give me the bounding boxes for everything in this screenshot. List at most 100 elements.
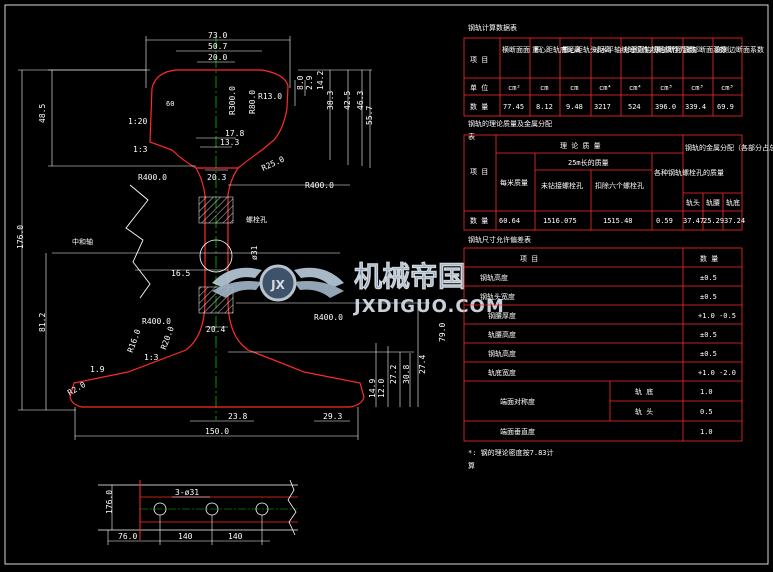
table1-unit-4: cm⁴ <box>599 84 612 92</box>
rail-web-foot-outline <box>69 167 365 408</box>
dim-bolt-d31: ø31 <box>250 245 259 260</box>
dim-slope-1-3-head: 1:3 <box>133 145 148 154</box>
table1-unit-label: 单 位 <box>470 83 488 92</box>
table2-sub-foot: 轨底 <box>726 198 740 207</box>
table2-subgroup: 25m长的质量 <box>568 158 609 167</box>
dim-bolt-176: 176.0 <box>105 490 114 514</box>
table3-row3-name: 钢腰厚度 <box>488 311 516 320</box>
table3-last-name: 端面垂直度 <box>500 427 535 436</box>
dim-50-7: 50.7 <box>208 42 227 51</box>
dim-r400-right-top: R400.0 <box>305 181 334 190</box>
dim-23-8: 23.8 <box>228 412 247 421</box>
profile-dimensions: 73.0 50.7 20.0 48.5 R13.0 R300.0 R80.0 1… <box>16 31 447 436</box>
table2-col-e: 钢轨的金属分配（各部分占总面积的百分数） <box>685 143 773 152</box>
drawing-frame <box>4 4 769 565</box>
table1-header-6: 下部断面系数 <box>654 45 696 54</box>
table2-row-header: 项 目 <box>470 168 488 176</box>
dim-29-3: 29.3 <box>323 412 342 421</box>
table2-value-7: 37.24 <box>724 217 745 225</box>
dim-bolt-76: 76.0 <box>118 532 137 541</box>
dim-r300: R300.0 <box>228 86 237 115</box>
table1-header-3: 重心距轨头距离 <box>562 45 611 54</box>
table1-value-3: 9.48 <box>566 103 583 111</box>
table2-value-label: 数 量 <box>470 216 488 225</box>
bolt-view-dimensions: 176.0 76.0 140 140 3-ø31 <box>105 488 243 541</box>
break-line-left <box>125 184 151 299</box>
table1-value-1: 77.45 <box>503 103 524 111</box>
table2-col-a: 每米质量 <box>500 178 528 187</box>
dim-r16: R16.0 <box>126 328 143 354</box>
rail-head-outline <box>149 69 289 169</box>
table1-value-8: 69.9 <box>717 103 734 111</box>
watermark-cn: 机械帝国 <box>354 260 466 293</box>
table3-head-item: 项 目 <box>520 255 538 263</box>
table2-group: 理 论 质 量 <box>560 141 601 150</box>
table1-header-7: 上部断面系数 <box>685 45 727 54</box>
table3-asym2-value: 0.5 <box>700 408 713 416</box>
table3-row3-value: +1.0 -0.5 <box>698 312 736 320</box>
table3-row6-value: +1.0 -2.0 <box>698 369 736 377</box>
table3-row2-value: ±0.5 <box>700 293 717 301</box>
table2-col-d: 各种钢轨螺栓孔的质量 <box>654 168 724 177</box>
dim-8: 8.0 <box>296 75 305 90</box>
dim-r25: R25.0 <box>260 154 286 172</box>
table1-unit-6: cm³ <box>660 84 673 92</box>
watermark-en: JXDIGUO.COM <box>352 296 505 317</box>
dim-79: 79.0 <box>438 323 447 342</box>
table1-value-7: 339.4 <box>685 103 706 111</box>
table1-unit-3: cm <box>570 84 578 92</box>
dim-16-5: 16.5 <box>171 269 190 278</box>
table3-head-value: 数 量 <box>700 254 718 263</box>
table1-row-header: 项 目 <box>470 56 488 64</box>
table2-value-5: 37.47 <box>683 217 704 225</box>
table1-value-6: 396.0 <box>655 103 676 111</box>
dim-bolt-140a: 140 <box>178 532 193 541</box>
note-line-2: 算 <box>468 461 475 470</box>
dim-2-9: 2.9 <box>305 75 314 90</box>
table1-unit-1: cm² <box>508 84 521 92</box>
watermark-badge: JX <box>270 278 285 292</box>
table2-sub-head: 轨头 <box>686 198 700 207</box>
table1-value-5: 524 <box>628 103 641 111</box>
table2-value-6: 25.29 <box>703 217 724 225</box>
watermark-logo: JX 机械帝国 JXDIGUO.COM <box>212 260 505 317</box>
table-theoretical-mass: 钢轨的理论质量及金属分配 表 项 目 理 论 质 量 25m长的质量 每米质量 … <box>463 119 773 231</box>
table1-value-4: 3217 <box>594 103 611 111</box>
table1-header-1: 横断面面 积 <box>502 45 541 54</box>
table1-unit-8: cm³ <box>721 84 734 92</box>
dim-14-2: 14.2 <box>316 71 325 90</box>
dim-r400-left-bottom: R400.0 <box>142 317 171 326</box>
table1-header-8: 底侧边断面系数 <box>715 45 764 54</box>
table2-col-b: 未钻接螺栓孔 <box>541 181 583 190</box>
dim-38-3: 38.3 <box>326 91 335 110</box>
dim-13-3: 13.3 <box>220 138 239 147</box>
rail-mark: 60 <box>166 100 174 108</box>
dim-bolt-140b: 140 <box>228 532 243 541</box>
dim-20-8: 20.3 <box>207 173 226 182</box>
dim-slope-1-20: 1:20 <box>128 117 147 126</box>
table1-value-2: 8.12 <box>536 103 553 111</box>
table2-value-1: 60.64 <box>499 217 520 225</box>
dim-30-5: 30.8 <box>402 365 411 384</box>
neutral-axis-label: 中和轴 <box>72 237 93 246</box>
dim-1-9: 1.9 <box>90 365 105 374</box>
dim-r13: R13.0 <box>258 92 282 101</box>
table3-row6-name: 轨底宽度 <box>488 368 516 377</box>
dim-r20: R20.0 <box>159 325 176 351</box>
dimension-lines <box>18 36 430 440</box>
table2-sub-web: 轨腰 <box>706 198 720 207</box>
dim-r400-left-top: R400.0 <box>138 173 167 182</box>
dim-bolt-holes: 3-ø31 <box>175 488 199 497</box>
table2-value-4: 0.59 <box>656 217 673 225</box>
table3-row5-value: ±0.5 <box>700 350 717 358</box>
dim-29-4: 27.4 <box>418 355 427 374</box>
table3-asym1-value: 1.0 <box>700 388 713 396</box>
dim-27-6: 27.2 <box>389 365 398 384</box>
table2-title: 钢轨的理论质量及金属分配 <box>468 119 552 128</box>
table2-title-cont: 表 <box>468 132 475 141</box>
table3-row1-value: ±0.5 <box>700 274 717 282</box>
dim-20-4: 20.4 <box>206 325 225 334</box>
table1-unit-7: cm³ <box>691 84 704 92</box>
dim-176-total: 176.0 <box>16 225 25 249</box>
